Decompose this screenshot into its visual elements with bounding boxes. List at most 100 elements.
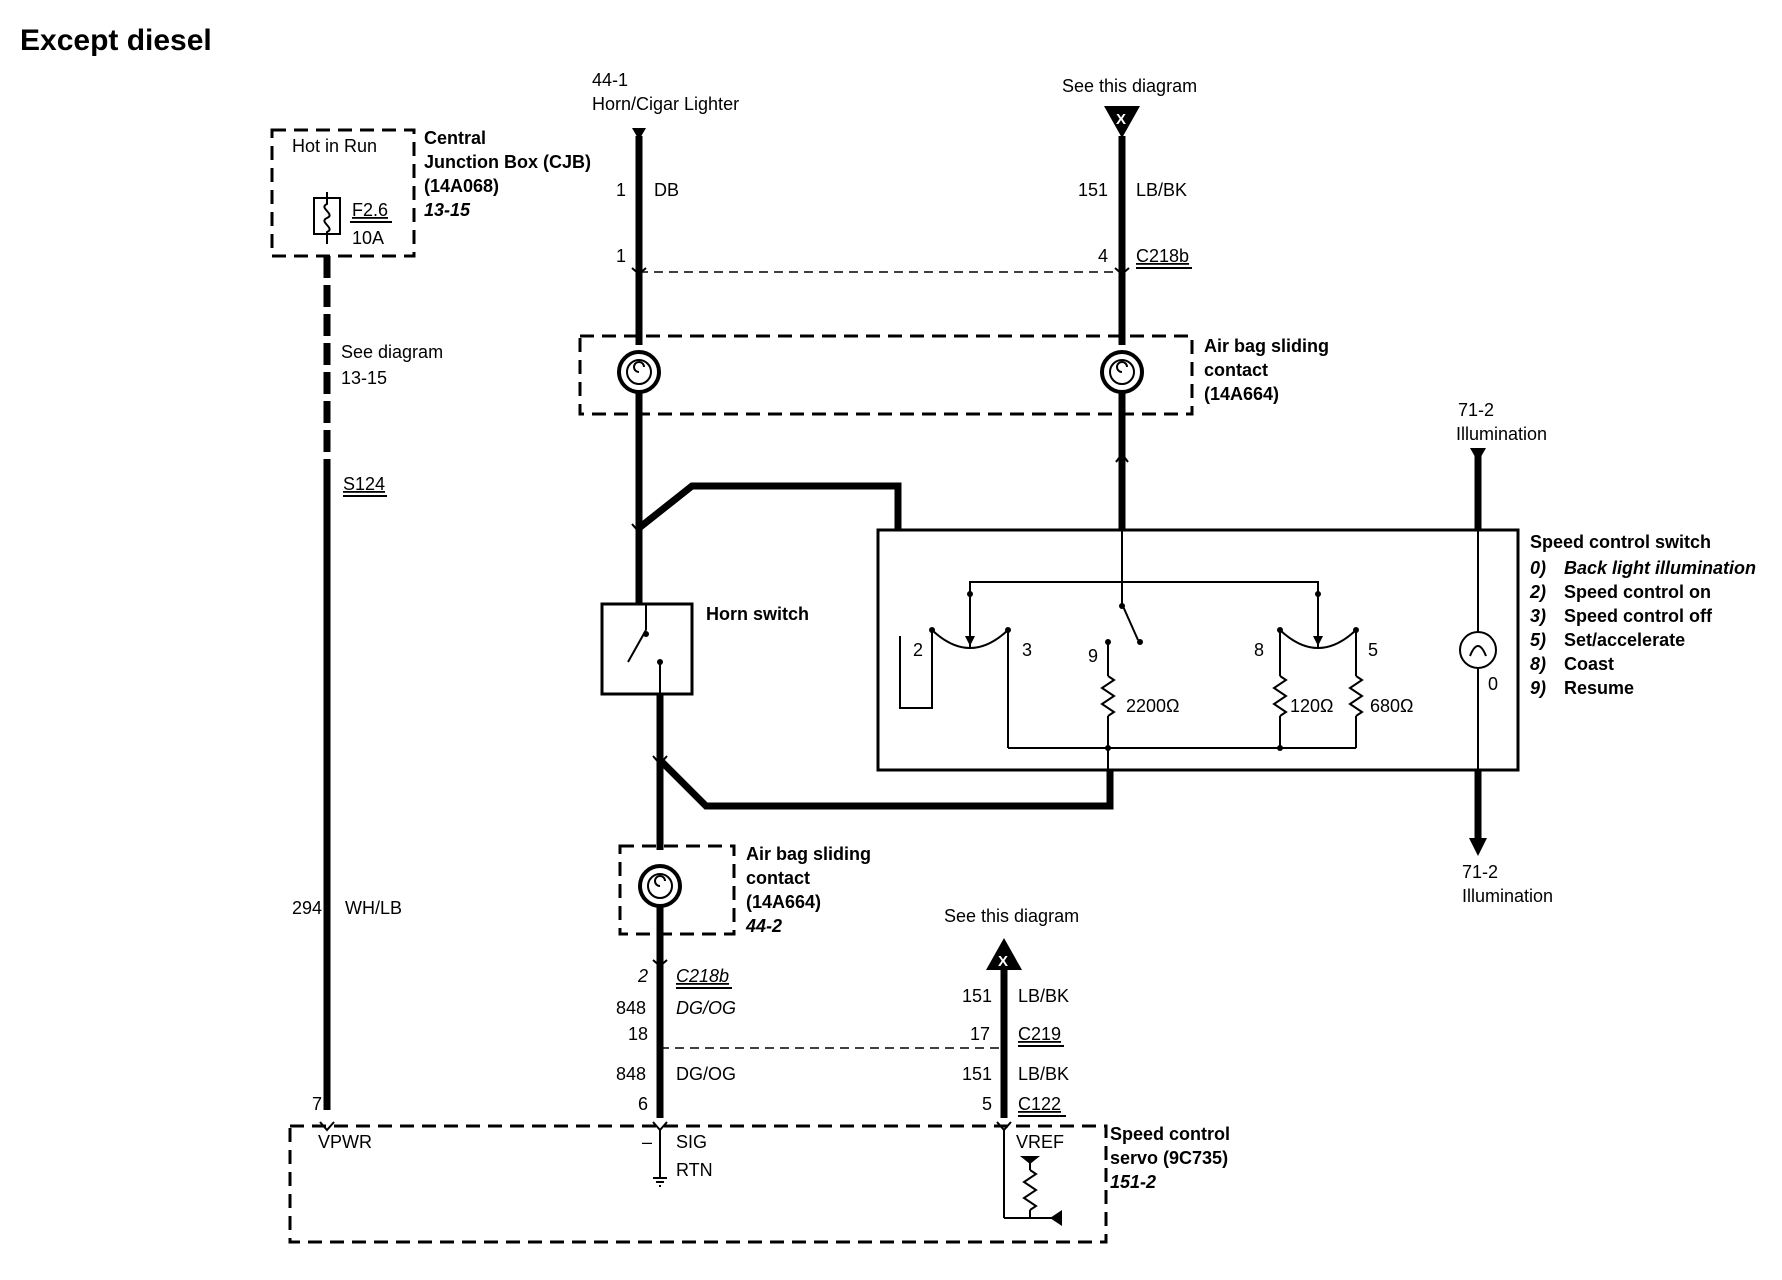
switch-pin-5: 5 xyxy=(1368,640,1378,660)
vref-connector-c122: C122 xyxy=(1018,1094,1061,1114)
servo-name-line2: servo (9C735) xyxy=(1110,1148,1228,1168)
top-right-connector: C218b xyxy=(1136,246,1189,266)
bulb-icon xyxy=(1459,631,1497,669)
airbag-contact-bottom: Air bag sliding contact (14A664) 44-2 xyxy=(618,844,871,936)
page-title: Except diesel xyxy=(20,24,212,57)
legend-label: Speed control off xyxy=(1564,606,1713,626)
ground-icon xyxy=(653,1177,667,1187)
vref-circuit-number: 151 xyxy=(962,986,992,1006)
sig-circuit-color-2: DG/OG xyxy=(676,1064,736,1084)
x-marker-icon xyxy=(1104,106,1140,138)
speed-switch-title: Speed control switch xyxy=(1530,532,1711,552)
mid-x-marker: X xyxy=(998,953,1008,970)
resistor-120: 120Ω xyxy=(1290,696,1334,716)
resistor-2200: 2200Ω xyxy=(1126,696,1180,716)
sig-circuit-number-2: 848 xyxy=(616,1064,646,1084)
legend-label: Speed control on xyxy=(1564,582,1711,602)
clockspring-icon xyxy=(1100,350,1144,394)
switch-pin-9: 9 xyxy=(1088,646,1098,666)
illumination-circuit: 71-2 Illumination 71-2 Illumination xyxy=(1456,400,1553,906)
legend-label: Set/accelerate xyxy=(1564,630,1685,650)
illum-top-name: Illumination xyxy=(1456,424,1547,444)
servo-pin-vref: 5 xyxy=(982,1094,992,1114)
horn-switch-wiring: Horn switch xyxy=(600,392,1114,850)
horn-color: DB xyxy=(654,180,679,200)
airbag-bottom-line2: contact xyxy=(746,868,810,888)
illum-top-ref: 71-2 xyxy=(1458,400,1494,420)
sig-circuit-number: 848 xyxy=(616,998,646,1018)
horn-conn-pin: 1 xyxy=(616,246,626,266)
cjb-ref: 13-15 xyxy=(424,200,471,220)
resistor-680: 680Ω xyxy=(1370,696,1414,716)
cjb-name-line1: Central xyxy=(424,128,486,148)
servo-pin-vpwr: 7 xyxy=(312,1094,322,1114)
airbag-bottom-part: (14A664) xyxy=(746,892,821,912)
top-x-marker: X xyxy=(1116,111,1126,128)
speed-switch-legend: 0) Back light illumination 2) Speed cont… xyxy=(1529,558,1756,698)
legend-label: Coast xyxy=(1564,654,1614,674)
servo-ref: 151-2 xyxy=(1110,1172,1156,1192)
legend-label: Resume xyxy=(1564,678,1634,698)
clockspring-icon xyxy=(617,350,661,394)
left-circuit-color: WH/LB xyxy=(345,898,402,918)
legend-num: 2) xyxy=(1529,582,1546,602)
cjb-name-line2: Junction Box (CJB) xyxy=(424,152,591,172)
illum-bottom-name: Illumination xyxy=(1462,886,1553,906)
splice-label: S124 xyxy=(343,474,385,494)
horn-circuit: 44-1 Horn/Cigar Lighter 1 DB 1 xyxy=(592,70,1120,345)
legend-num: 3) xyxy=(1530,606,1546,626)
mid-see-this-diagram: See this diagram xyxy=(944,906,1079,926)
servo-sig-dash: – xyxy=(642,1132,652,1152)
switch-pin-0: 0 xyxy=(1488,674,1498,694)
airbag-contact-top: Air bag sliding contact (14A664) xyxy=(578,334,1329,416)
vref-connector-c219: C219 xyxy=(1018,1024,1061,1044)
top-see-this-diagram: See this diagram xyxy=(1062,76,1197,96)
left-see-ref: 13-15 xyxy=(341,368,387,388)
switch-pin-8: 8 xyxy=(1254,640,1264,660)
top-right-color: LB/BK xyxy=(1136,180,1187,200)
horn-switch-label: Horn switch xyxy=(706,604,809,624)
speed-control-switch: 2 3 9 8 5 0 2200Ω 120Ω 680Ω Speed contro… xyxy=(876,392,1756,772)
airbag-top-part: (14A664) xyxy=(1204,384,1279,404)
legend-num: 9) xyxy=(1530,678,1546,698)
left-circuit-number: 294 xyxy=(292,898,322,918)
servo-sig: SIG xyxy=(676,1132,707,1152)
sig-connector-c218b: C218b xyxy=(676,966,729,986)
illum-bottom-ref: 71-2 xyxy=(1462,862,1498,882)
vref-circuit-number-2: 151 xyxy=(962,1064,992,1084)
horn-ref-name: Horn/Cigar Lighter xyxy=(592,94,739,114)
airbag-bottom-line1: Air bag sliding xyxy=(746,844,871,864)
airbag-top-line2: contact xyxy=(1204,360,1268,380)
servo-rtn: RTN xyxy=(676,1160,713,1180)
fuse-icon xyxy=(313,192,341,244)
switch-pin-2: 2 xyxy=(913,640,923,660)
central-junction-box: Hot in Run F2.6 10A Central Junction Box… xyxy=(270,128,591,258)
servo-vpwr: VPWR xyxy=(318,1132,372,1152)
vref-circuit-color: LB/BK xyxy=(1018,986,1069,1006)
top-right-circuit: See this diagram X 151 LB/BK 4 C218b xyxy=(1062,76,1197,345)
vref-circuit-color-2: LB/BK xyxy=(1018,1064,1069,1084)
top-right-circuit-number: 151 xyxy=(1078,180,1108,200)
servo-name-line1: Speed control xyxy=(1110,1124,1230,1144)
legend-num: 5) xyxy=(1530,630,1546,650)
legend-num: 0) xyxy=(1530,558,1546,578)
fuse-rating: 10A xyxy=(352,228,384,248)
sig-circuit-color: DG/OG xyxy=(676,998,736,1018)
airbag-bottom-ref: 44-2 xyxy=(745,916,782,936)
speed-control-servo: VPWR – SIG RTN VREF Speed control servo … xyxy=(288,1121,1230,1244)
horn-ref: 44-1 xyxy=(592,70,628,90)
fuse-id: F2.6 xyxy=(352,200,388,220)
horn-pin: 1 xyxy=(616,180,626,200)
clockspring-icon xyxy=(638,864,682,908)
vref-circuit: See this diagram X 151 LB/BK 17 C219 151… xyxy=(944,906,1079,1118)
left-see-diagram: See diagram xyxy=(341,342,443,362)
servo-pin-sig: 6 xyxy=(638,1094,648,1114)
sig-pin-c218b: 2 xyxy=(637,966,648,986)
signal-circuit: 2 C218b 848 DG/OG 18 848 DG/OG 6 xyxy=(616,906,1004,1118)
sig-pin-c219: 18 xyxy=(628,1024,648,1044)
airbag-top-line1: Air bag sliding xyxy=(1204,336,1329,356)
vref-pin-c219: 17 xyxy=(970,1024,990,1044)
x-marker-icon xyxy=(986,938,1022,970)
legend-num: 8) xyxy=(1530,654,1546,674)
